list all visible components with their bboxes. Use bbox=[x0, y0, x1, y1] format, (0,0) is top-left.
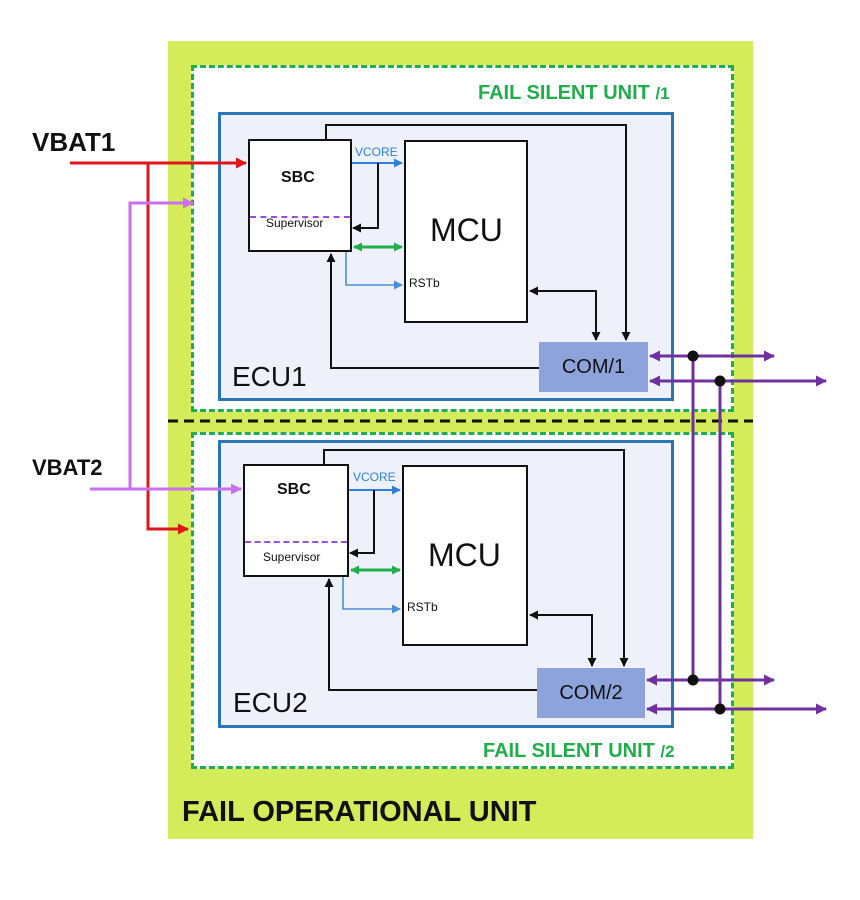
ecu1-supervisor-divider bbox=[250, 216, 350, 218]
fail-silent-unit-2-title: FAIL SILENT UNIT bbox=[483, 740, 655, 762]
fail-silent-unit-1-label: FAIL SILENT UNIT /1 bbox=[478, 82, 670, 105]
ecu1-mcu-label: MCU bbox=[430, 212, 503, 248]
ecu1-supervisor-label: Supervisor bbox=[266, 216, 324, 230]
fail-silent-unit-2-suffix: /2 bbox=[660, 742, 675, 761]
ecu2-rstb-label: RSTb bbox=[407, 600, 438, 614]
ecu1-vcore-label: VCORE bbox=[355, 145, 398, 159]
ecu2-vcore-label: VCORE bbox=[353, 470, 396, 484]
ecu1-name-label: ECU1 bbox=[232, 361, 307, 392]
ecu1-sbc-label: SBC bbox=[281, 169, 315, 186]
ecu2-supervisor-divider bbox=[245, 541, 347, 543]
ecu2-sbc-block bbox=[243, 464, 349, 577]
fail-operational-unit-label: FAIL OPERATIONAL UNIT bbox=[182, 796, 537, 828]
ecu1-com-block: COM/1 bbox=[539, 342, 648, 392]
ecu2-com-label: COM/2 bbox=[559, 681, 623, 704]
vbat1-label: VBAT1 bbox=[32, 127, 116, 157]
fail-silent-unit-1-title: FAIL SILENT UNIT bbox=[478, 82, 650, 104]
ecu1-mcu-block bbox=[404, 140, 528, 323]
ecu1-wiring bbox=[325, 124, 631, 369]
ecu1-rstb-label: RSTb bbox=[409, 276, 440, 290]
ecu2-wiring bbox=[323, 449, 629, 691]
vbat2-label: VBAT2 bbox=[32, 455, 103, 480]
fail-silent-unit-1-suffix: /1 bbox=[655, 84, 670, 103]
vbat2-power-line bbox=[90, 197, 242, 495]
ecu2-name-label: ECU2 bbox=[233, 687, 308, 718]
ecu2-com-block: COM/2 bbox=[537, 668, 645, 718]
ecu2-supervisor-label: Supervisor bbox=[263, 550, 321, 564]
vbat1-power-line bbox=[70, 157, 247, 535]
ecu2-mcu-block bbox=[402, 465, 528, 646]
ecu1-com-label: COM/1 bbox=[561, 355, 626, 378]
ecu2-sbc-label: SBC bbox=[277, 481, 311, 498]
communication-bus-lines bbox=[646, 350, 827, 715]
ecu2-mcu-label: MCU bbox=[428, 537, 501, 573]
ecu1-sbc-block bbox=[248, 139, 352, 252]
fail-silent-unit-2-label: FAIL SILENT UNIT /2 bbox=[483, 740, 675, 763]
